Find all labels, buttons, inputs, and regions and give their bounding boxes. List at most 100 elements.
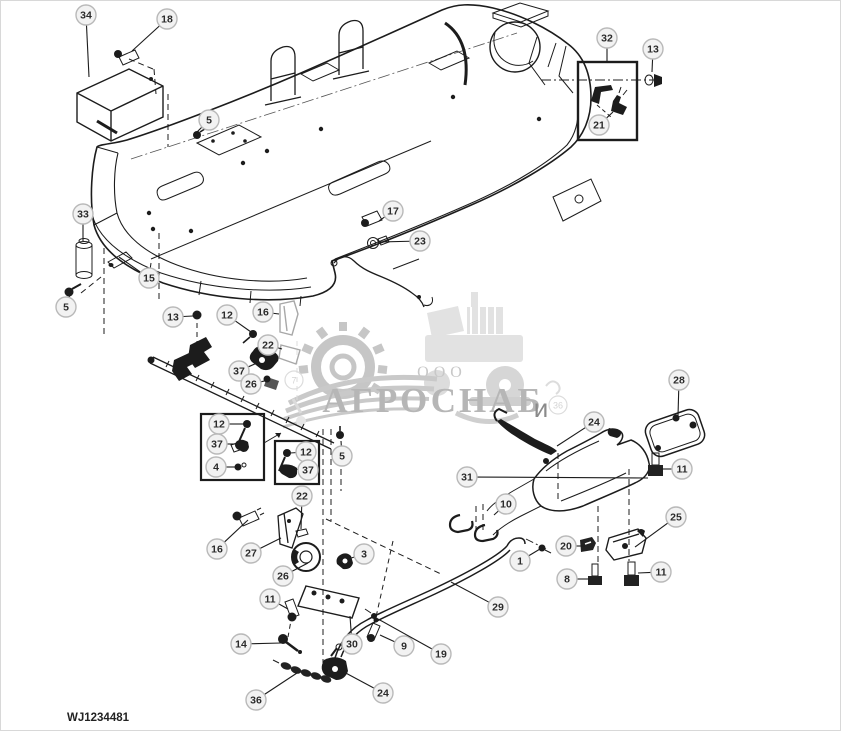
callout-balloon-3[interactable] <box>353 543 375 565</box>
callout-26[interactable]: 26 <box>240 373 270 395</box>
callout-balloon-8[interactable] <box>556 568 578 590</box>
callout-10[interactable]: 10 <box>493 493 517 516</box>
callout-16[interactable]: 16 <box>206 519 249 560</box>
callout-8[interactable]: 8 <box>556 568 590 590</box>
callout-balloon-22[interactable] <box>257 334 279 356</box>
callout-balloon-16[interactable] <box>252 301 274 323</box>
callout-balloon-21[interactable] <box>588 114 610 136</box>
callout-11[interactable]: 11 <box>661 458 693 480</box>
callout-balloon-36[interactable] <box>245 689 267 711</box>
callout-balloon-14[interactable] <box>230 633 252 655</box>
callout-balloon-10[interactable] <box>495 493 517 515</box>
callout-24[interactable]: 24 <box>341 670 394 704</box>
callout-balloon-30[interactable] <box>341 633 363 655</box>
callout-balloon-11[interactable] <box>259 588 281 610</box>
svg-text:7: 7 <box>291 376 296 386</box>
callout-12[interactable]: 12 <box>216 304 252 333</box>
callout-37[interactable]: 37 <box>290 459 319 481</box>
callout-30[interactable]: 30 <box>341 615 363 655</box>
callout-26[interactable]: 26 <box>272 562 309 587</box>
callout-28[interactable]: 28 <box>668 369 690 417</box>
callout-number-23: 23 <box>414 236 426 248</box>
leader-line-19 <box>377 618 433 650</box>
callout-22[interactable]: 22 <box>257 334 283 356</box>
callout-balloon-37[interactable] <box>297 459 319 481</box>
callout-1[interactable]: 1 <box>509 548 541 572</box>
callout-number-22: 22 <box>296 491 308 503</box>
callout-27[interactable]: 27 <box>240 537 282 564</box>
deck-bolt-dots <box>146 94 542 234</box>
callout-balloon-26[interactable] <box>272 565 294 587</box>
callout-23[interactable]: 23 <box>379 230 431 252</box>
callout-balloon-5[interactable] <box>55 296 77 318</box>
callout-number-34: 34 <box>80 10 92 22</box>
callout-32[interactable]: 32 <box>596 27 618 61</box>
callout-5[interactable]: 5 <box>331 440 353 467</box>
callout-31[interactable]: 31 <box>456 466 649 488</box>
callout-36[interactable]: 36 <box>245 672 298 711</box>
callout-balloon-34[interactable] <box>75 4 97 26</box>
callout-21[interactable]: 21 <box>588 111 614 136</box>
callout-balloon-9[interactable] <box>393 635 415 657</box>
callout-11[interactable]: 11 <box>259 588 289 610</box>
callout-number-16: 16 <box>211 544 223 556</box>
callout-balloon-31[interactable] <box>456 466 478 488</box>
callout-balloon-17[interactable] <box>382 200 404 222</box>
callout-17[interactable]: 17 <box>378 200 404 222</box>
callout-37[interactable]: 37 <box>206 433 235 455</box>
callout-4[interactable]: 4 <box>205 456 235 478</box>
callout-16[interactable]: 16 <box>252 301 280 323</box>
callout-balloon-32[interactable] <box>596 27 618 49</box>
callout-balloon-11[interactable] <box>650 561 672 583</box>
callout-34[interactable]: 34 <box>75 4 97 78</box>
callout-5[interactable]: 5 <box>55 294 77 318</box>
callout-12[interactable]: 12 <box>289 441 317 463</box>
callout-balloon-5[interactable] <box>198 109 220 131</box>
callout-balloon-12[interactable] <box>216 304 238 326</box>
callout-balloon-24[interactable] <box>372 682 394 704</box>
callout-balloon-4[interactable] <box>205 456 227 478</box>
callout-balloon-22[interactable] <box>291 485 313 507</box>
callout-balloon-19[interactable] <box>430 643 452 665</box>
callout-balloon-33[interactable] <box>72 203 94 225</box>
callout-balloon-13[interactable] <box>642 38 664 60</box>
callout-balloon-16[interactable] <box>206 538 228 560</box>
leader-line-28 <box>677 389 680 417</box>
callout-balloon-28[interactable] <box>668 369 690 391</box>
callout-9[interactable]: 9 <box>379 634 415 657</box>
callout-balloon-13[interactable] <box>162 306 184 328</box>
callout-24[interactable]: 24 <box>556 411 605 447</box>
callout-14[interactable]: 14 <box>230 633 282 655</box>
callout-balloon-29[interactable] <box>487 596 509 618</box>
callout-12[interactable]: 12 <box>208 413 244 435</box>
callout-13[interactable]: 13 <box>642 38 664 73</box>
callout-balloon-20[interactable] <box>555 535 577 557</box>
callout-11[interactable]: 11 <box>637 561 672 583</box>
callout-balloon-26[interactable] <box>240 373 262 395</box>
callout-20[interactable]: 20 <box>555 535 585 557</box>
callout-balloon-1[interactable] <box>509 550 531 572</box>
callout-3[interactable]: 3 <box>347 543 375 565</box>
callout-15[interactable]: 15 <box>118 256 160 289</box>
callout-balloon-11[interactable] <box>671 458 693 480</box>
callout-18[interactable]: 18 <box>131 8 178 52</box>
callout-33[interactable]: 33 <box>72 203 94 241</box>
callout-balloon-24[interactable] <box>583 411 605 433</box>
callout-29[interactable]: 29 <box>450 581 509 618</box>
callout-balloon-23[interactable] <box>409 230 431 252</box>
callout-number-37: 37 <box>302 465 314 477</box>
callout-19[interactable]: 19 <box>377 618 452 665</box>
callout-number-11: 11 <box>676 464 687 476</box>
callout-number-29: 29 <box>492 602 504 614</box>
callout-balloon-5[interactable] <box>331 445 353 467</box>
callout-balloon-18[interactable] <box>156 8 178 30</box>
callout-balloon-27[interactable] <box>240 542 262 564</box>
callout-balloon-25[interactable] <box>665 506 687 528</box>
callout-25[interactable]: 25 <box>634 506 687 548</box>
callout-5[interactable]: 5 <box>196 109 220 133</box>
callout-balloon-37[interactable] <box>206 433 228 455</box>
callout-balloon-15[interactable] <box>138 267 160 289</box>
callout-13[interactable]: 13 <box>162 306 194 328</box>
callout-number-33: 33 <box>77 209 89 221</box>
callout-22[interactable]: 22 <box>291 485 313 530</box>
